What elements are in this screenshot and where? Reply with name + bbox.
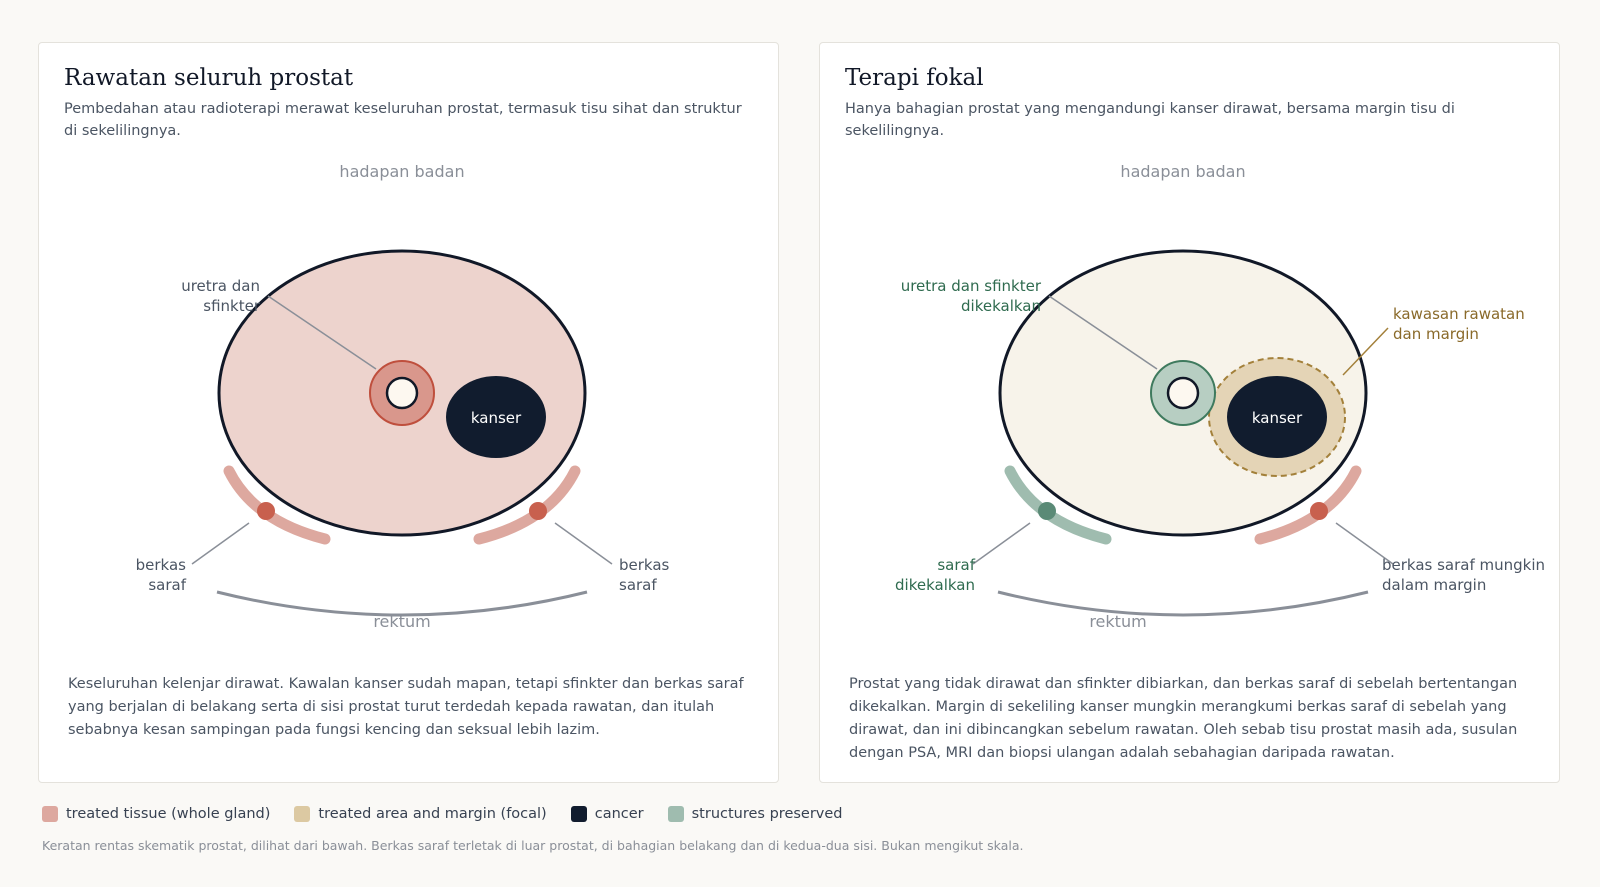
urethra-label-line2: dikekalkan (961, 297, 1041, 315)
panel-focal-therapy: Terapi fokal Hanya bahagian prostat yang… (819, 42, 1560, 783)
urethra-lumen (1166, 376, 1200, 410)
nerve-node-right (529, 502, 547, 520)
orientation-top-label: hadapan badan (339, 162, 464, 181)
urethra-label-line1: uretra dan sfinkter (901, 277, 1042, 295)
urethra-leader-line (267, 295, 377, 370)
urethra-leader-line (1048, 295, 1158, 370)
legend-label: treated area and margin (focal) (318, 806, 547, 822)
rectum-arc (997, 590, 1369, 617)
cancer-label: kanser (471, 409, 522, 427)
nerve-left-label-line1: saraf (937, 556, 975, 574)
nerve-left-leader-line (972, 522, 1031, 565)
urethra-label-line1: uretra dan (181, 277, 260, 295)
nerve-right-leader-line (1335, 522, 1394, 565)
focal-therapy-diagram: hadapan badan kanser uretra dan sfinkter… (895, 162, 1545, 631)
panel-subtitle: Pembedahan atau radioterapi merawat kese… (64, 101, 742, 139)
orientation-top-label: hadapan badan (1120, 162, 1245, 181)
legend-swatch (42, 806, 58, 822)
legend-swatch (667, 806, 684, 822)
cancer-lesion (446, 376, 546, 458)
orientation-bottom-label: rektum (1089, 612, 1146, 631)
margin-label-line2: dan margin (1393, 325, 1479, 343)
panel-description: Keseluruhan kelenjar dirawat. Kawalan ka… (68, 676, 744, 738)
panel-title: Terapi fokal (845, 65, 984, 91)
rectum-arc (216, 590, 588, 617)
nerve-right-label-line2: dalam margin (1382, 576, 1486, 594)
nerve-node-left (257, 502, 275, 520)
nerve-left-label-line1: berkas (136, 556, 187, 574)
margin-leader-line (1342, 327, 1389, 376)
legend-item-treated-whole: treated tissue (whole gland) (42, 806, 270, 822)
nerve-left-label-line2: saraf (148, 576, 186, 594)
panel-whole-gland: Rawatan seluruh prostat Pembedahan atau … (38, 42, 779, 783)
margin-label-line1: kawasan rawatan (1393, 305, 1525, 323)
nerve-node-left (1038, 502, 1056, 520)
legend-item-cancer: cancer (570, 806, 644, 822)
whole-gland-diagram: hadapan badan kanser uretra dan sfinkter… (136, 162, 670, 631)
panel-subtitle: Hanya bahagian prostat yang mengandungi … (845, 101, 1455, 139)
nerve-right-label-line2: saraf (619, 576, 657, 594)
orientation-bottom-label: rektum (373, 612, 430, 631)
cancer-label: kanser (1252, 409, 1303, 427)
nerve-right-label-line1: berkas saraf mungkin (1382, 556, 1545, 574)
legend-label: structures preserved (691, 806, 843, 822)
cancer-lesion (1227, 376, 1327, 458)
legend: treated tissue (whole gland) treated are… (42, 806, 867, 822)
panel-title: Rawatan seluruh prostat (64, 65, 354, 91)
legend-label: cancer (594, 806, 644, 822)
legend-swatch (570, 806, 587, 822)
nerve-left-label-line2: dikekalkan (895, 576, 975, 594)
panel-description: Prostat yang tidak dirawat dan sfinkter … (849, 676, 1518, 761)
legend-swatch (294, 806, 311, 822)
legend-item-treated-focal: treated area and margin (focal) (294, 806, 547, 822)
legend-item-preserved: structures preserved (667, 806, 843, 822)
urethra-label-line2: sfinkter (203, 297, 261, 315)
legend-label: treated tissue (whole gland) (66, 806, 271, 822)
urethra-lumen (385, 376, 419, 410)
nerve-node-right (1310, 502, 1328, 520)
nerve-right-leader-line (554, 522, 613, 565)
nerve-left-leader-line (191, 522, 250, 565)
nerve-right-label-line1: berkas (619, 556, 670, 574)
figure-caption: Keratan rentas skematik prostat, dilihat… (42, 838, 1024, 853)
